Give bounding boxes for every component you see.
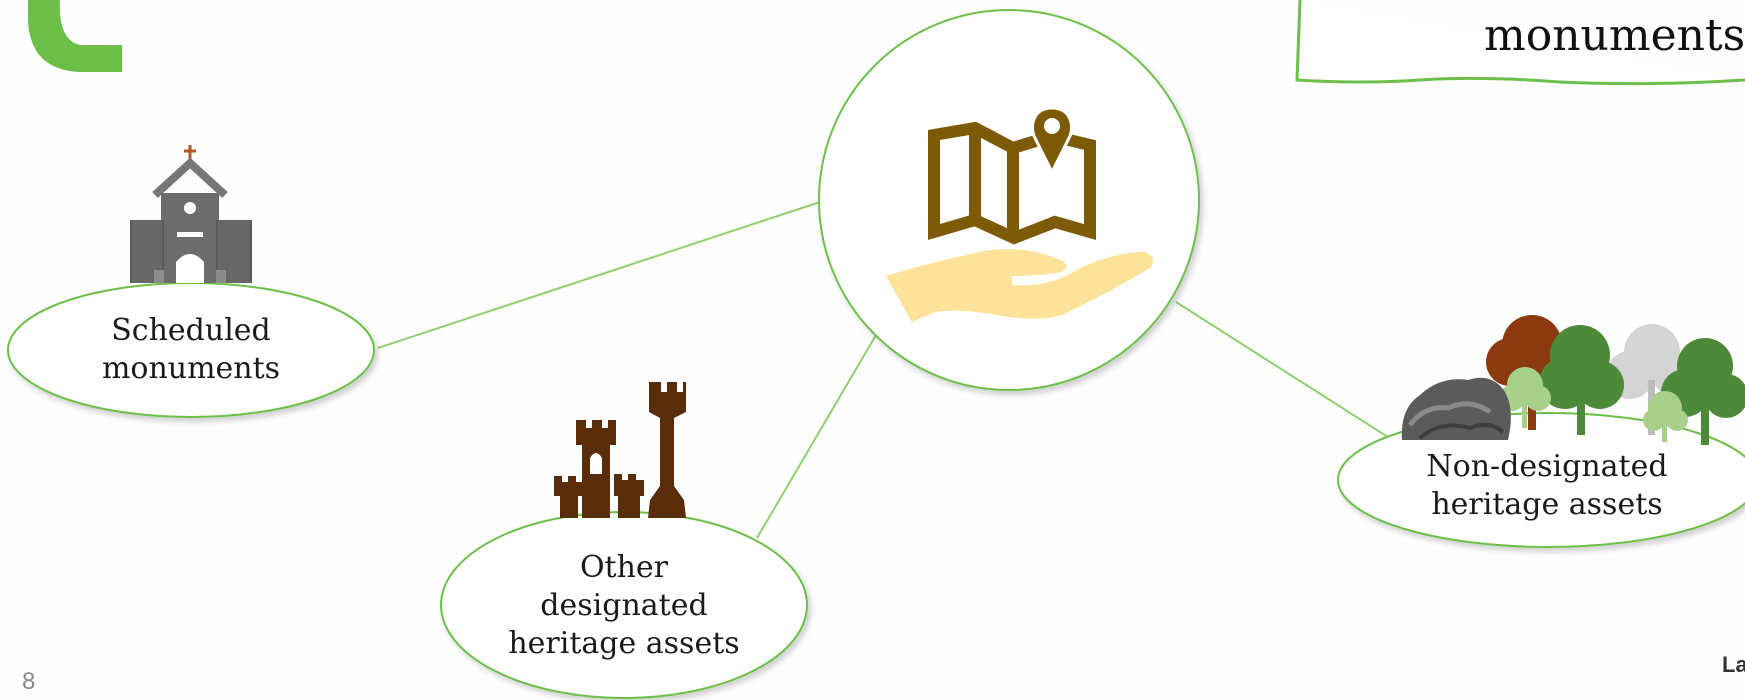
- node-label-line: Other: [579, 550, 669, 585]
- node-label-line: designated: [540, 588, 708, 623]
- node-label-line: Non-designated: [1426, 449, 1668, 484]
- corner-text: La: [1722, 652, 1745, 677]
- decorative-bracket: [28, 0, 122, 72]
- node-label-line: heritage assets: [1431, 487, 1663, 522]
- node-label-line: heritage assets: [508, 626, 740, 661]
- node-label-line: Scheduled: [111, 313, 271, 348]
- map-in-hand-icon: [886, 106, 1154, 322]
- connector-other: [756, 334, 877, 539]
- connector-scheduled: [377, 201, 821, 349]
- church-icon: [130, 145, 252, 283]
- node-label-nondesignated: Non-designated heritage assets: [1382, 446, 1712, 526]
- connector-nondesignated: [1175, 301, 1403, 447]
- node-label-other: Other designated heritage assets: [474, 546, 774, 666]
- castle-icon: [554, 382, 686, 518]
- callout-box: [1295, 0, 1745, 86]
- node-label-line: monuments: [101, 351, 281, 386]
- page-number: 8: [22, 668, 36, 695]
- node-label-scheduled: Scheduled monuments: [41, 310, 341, 390]
- node-ellipse-nondesignated: [1337, 412, 1745, 548]
- callout-text: monuments: [1484, 10, 1745, 61]
- trees-and-rocks-icon: [1401, 315, 1745, 445]
